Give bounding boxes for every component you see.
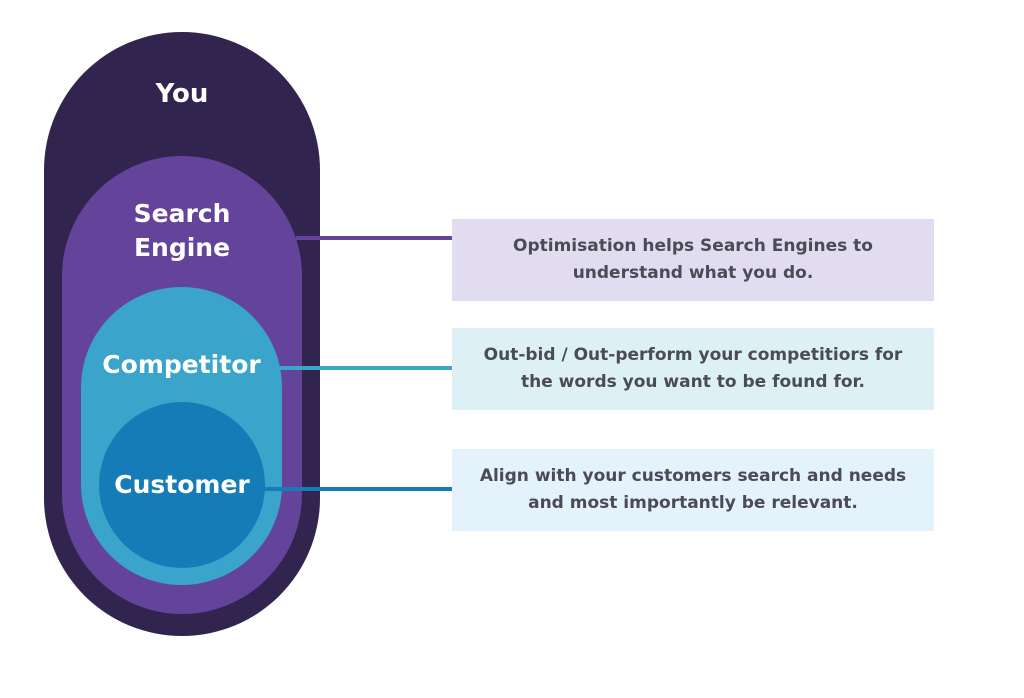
label-you: You [155,79,209,109]
label-competitor: Competitor [102,350,261,379]
layer-customer [99,402,265,568]
connector-customer [263,487,453,491]
connector-search-engine [296,236,453,240]
note-competitor-text: Out-bid / Out-perform your competitiors … [483,344,903,392]
note-customer-text: Align with your customers search and nee… [479,465,907,513]
note-search-engine: Optimisation helps Search Engines to und… [452,219,934,301]
note-search-engine-text: Optimisation helps Search Engines to und… [513,235,873,283]
connector-competitor [280,366,453,370]
note-competitor: Out-bid / Out-perform your competitiors … [452,328,934,410]
label-search-engine: Search Engine [133,199,231,262]
label-customer: Customer [114,470,250,499]
note-customer: Align with your customers search and nee… [452,449,934,531]
